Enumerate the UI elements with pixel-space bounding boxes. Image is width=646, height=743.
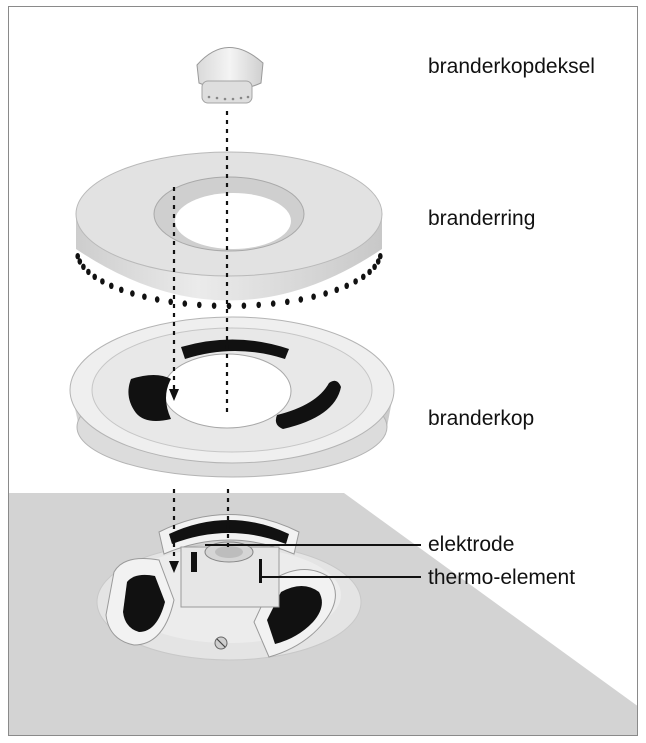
flame-hole	[100, 278, 105, 285]
flame-hole	[86, 268, 91, 276]
diagram-frame: branderkopdeksel branderring branderkop …	[8, 6, 638, 736]
flame-hole	[311, 293, 316, 300]
burner-ring	[75, 151, 383, 310]
burner-exploded-view	[9, 47, 637, 735]
flame-hole	[130, 290, 135, 297]
flame-hole	[270, 300, 276, 307]
label-burner-ring: branderring	[428, 207, 536, 230]
flame-hole	[211, 302, 217, 309]
flame-hole	[353, 278, 358, 285]
flame-hole	[372, 263, 377, 270]
flame-hole	[109, 282, 114, 289]
electrode-pin	[191, 552, 197, 572]
burner-head	[69, 316, 395, 478]
flame-hole	[323, 290, 328, 297]
label-electrode: elektrode	[428, 533, 515, 556]
flame-hole	[344, 282, 350, 289]
assembly-guides	[172, 111, 230, 567]
flame-hole	[285, 298, 290, 305]
guide-arrow-base	[169, 561, 179, 573]
guide-arrow-head	[169, 389, 179, 401]
flame-hole	[119, 286, 124, 293]
thermo-element-pin	[259, 559, 262, 583]
flame-hole	[226, 302, 232, 310]
flame-hole	[375, 258, 381, 265]
flame-hole	[142, 293, 147, 300]
burner-cap	[196, 47, 264, 104]
flame-hole	[197, 301, 202, 309]
flame-hole	[154, 296, 160, 303]
flame-hole	[256, 301, 261, 309]
flame-hole	[361, 273, 366, 280]
flame-hole	[182, 300, 188, 307]
flame-hole	[241, 302, 247, 309]
flame-hole	[81, 263, 86, 270]
burner-base	[96, 514, 362, 661]
label-thermo-element: thermo-element	[428, 566, 576, 589]
label-burner-cap: branderkopdeksel	[428, 55, 595, 78]
flame-hole	[92, 273, 97, 280]
flame-hole	[77, 258, 83, 265]
flame-hole	[168, 298, 173, 305]
label-burner-head: branderkop	[428, 407, 535, 430]
flame-hole	[378, 253, 383, 260]
flame-hole	[75, 253, 80, 260]
flame-hole	[298, 296, 304, 303]
flame-hole	[367, 268, 372, 276]
flame-hole	[334, 286, 340, 293]
